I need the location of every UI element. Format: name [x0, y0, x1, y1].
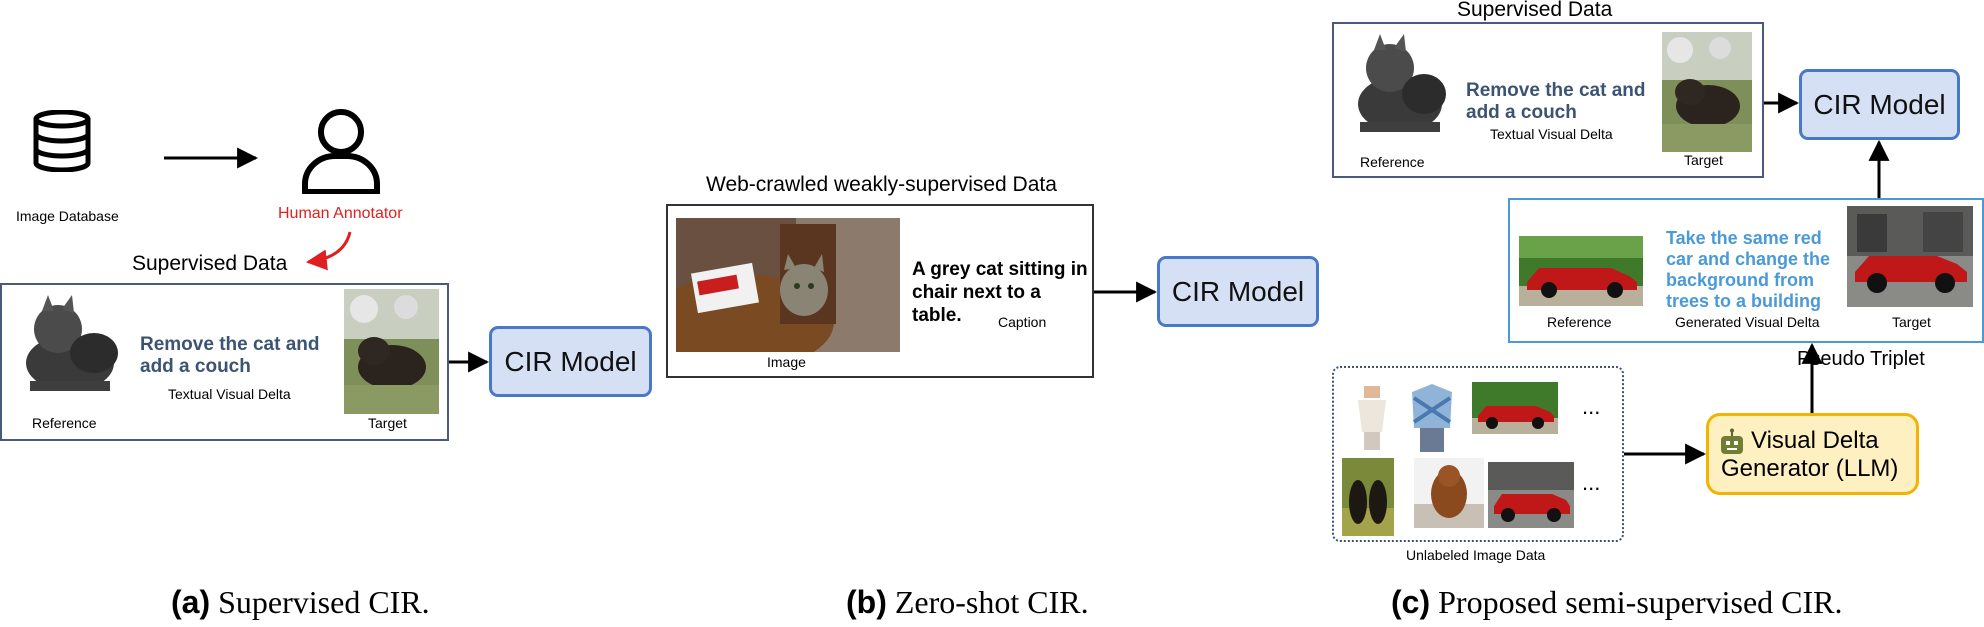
caption-label: Caption — [998, 314, 1047, 330]
delta-text-c: Remove the cat and add a couch — [1466, 80, 1646, 124]
delta-text-a: Remove the cat and add a couch — [140, 334, 320, 378]
cir-model-b: CIR Model — [1157, 256, 1319, 327]
caption-b: (b) Zero-shot CIR. — [846, 584, 1089, 621]
caption-b-text: Zero-shot CIR. — [886, 584, 1089, 620]
pseudo-triplet-label: Pseudo Triplet — [1797, 348, 1925, 370]
unlabeled-image-blouse — [1352, 382, 1392, 452]
supervised-data-title-c: Supervised Data — [1457, 0, 1613, 21]
red-car-reference-image — [1519, 236, 1643, 306]
unlabeled-image-red-car — [1472, 382, 1558, 434]
database-icon — [32, 109, 92, 173]
arrow-annotator-to-data — [305, 231, 352, 271]
unlabeled-image-shirt — [1406, 378, 1458, 454]
image-database-label: Image Database — [16, 208, 119, 224]
textual-visual-delta-label-a: Textual Visual Delta — [168, 386, 291, 402]
unlabeled-image-data-box: ... — [1332, 366, 1624, 542]
web-crawled-title: Web-crawled weakly-supervised Data — [706, 173, 1057, 196]
ellipsis-row1: ... — [1582, 394, 1601, 419]
reference-label-a: Reference — [32, 415, 97, 431]
reference-label-c: Reference — [1360, 154, 1425, 170]
generator-line2: Generator (LLM) — [1721, 455, 1899, 482]
supervised-data-title-a: Supervised Data — [132, 252, 288, 275]
caption-text-line2: chair next to a table. — [912, 282, 1041, 326]
gen-line3: background from — [1666, 270, 1815, 290]
target-label-c: Target — [1684, 152, 1723, 168]
web-crawled-data-box: A grey cat sitting in chair next to a ta… — [666, 204, 1094, 378]
pseudo-triplet-box: Take the same red car and change the bac… — [1508, 198, 1984, 343]
generated-delta-text: Take the same red car and change the bac… — [1666, 228, 1830, 312]
caption-b-prefix: (b) — [846, 584, 887, 620]
textual-visual-delta-label-c: Textual Visual Delta — [1490, 126, 1613, 142]
reference-image — [14, 293, 130, 399]
generated-visual-delta-label: Generated Visual Delta — [1675, 314, 1820, 330]
target-image — [344, 289, 439, 414]
unlabeled-image-dogs — [1342, 458, 1394, 536]
delta-text-c-line1: Remove the cat and — [1466, 80, 1646, 101]
gen-line4: trees to a building — [1666, 291, 1822, 311]
reference-image-c — [1346, 32, 1456, 142]
ellipsis-row2: ... — [1582, 470, 1601, 495]
supervised-data-box-c: Remove the cat and add a couch Textual V… — [1332, 22, 1764, 178]
caption-text-line1: A grey cat sitting in — [912, 259, 1088, 280]
caption-c: (c) Proposed semi-supervised CIR. — [1391, 584, 1843, 621]
supervised-data-box-a: Remove the cat and add a couch Textual V… — [0, 283, 449, 441]
caption-c-text: Proposed semi-supervised CIR. — [1430, 584, 1843, 620]
human-annotator-label: Human Annotator — [278, 205, 403, 222]
delta-text-a-line1: Remove the cat and — [140, 334, 320, 355]
person-icon — [300, 108, 382, 195]
web-image — [676, 218, 900, 352]
image-label: Image — [767, 354, 806, 370]
target-image-c — [1662, 32, 1752, 152]
cir-model-a: CIR Model — [489, 326, 652, 397]
target-label-a: Target — [368, 415, 407, 431]
gen-target-label: Target — [1892, 314, 1931, 330]
robot-icon — [1719, 428, 1745, 460]
caption-a-prefix: (a) — [171, 584, 211, 620]
unlabeled-image-data-label: Unlabeled Image Data — [1406, 547, 1546, 563]
gen-line1: Take the same red — [1666, 228, 1822, 248]
delta-text-a-line2: add a couch — [140, 356, 251, 377]
caption-a: (a) Supervised CIR. — [171, 584, 430, 621]
visual-delta-generator: Visual Delta Generator (LLM) — [1706, 413, 1919, 495]
gen-line2: car and change the — [1666, 249, 1831, 269]
red-car-target-image — [1847, 206, 1973, 307]
unlabeled-image-car-road — [1488, 462, 1574, 528]
generator-line1: Visual Delta — [1751, 427, 1879, 454]
cir-model-c: CIR Model — [1799, 69, 1960, 140]
gen-reference-label: Reference — [1547, 314, 1612, 330]
generator-label: Visual Delta Generator (LLM) — [1721, 427, 1898, 483]
caption-c-prefix: (c) — [1391, 584, 1431, 620]
caption-a-text: Supervised CIR. — [210, 584, 430, 620]
unlabeled-image-brown-dog — [1414, 458, 1484, 528]
caption-text: A grey cat sitting in chair next to a ta… — [912, 258, 1092, 327]
delta-text-c-line2: add a couch — [1466, 102, 1577, 123]
